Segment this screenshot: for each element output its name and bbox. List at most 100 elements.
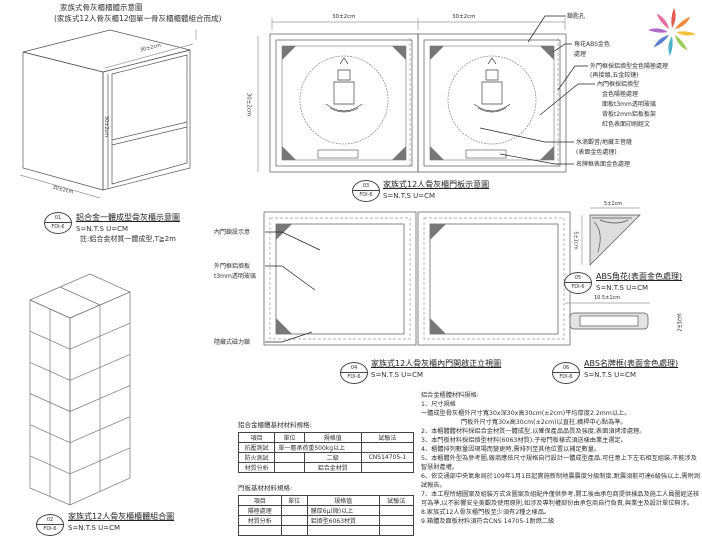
cell: 二級 <box>303 452 362 463</box>
note-item: 5、本櫃體外型為參考圖,廠商應依尺寸規格自行設計一體成型產品,可任意上下左右相互… <box>421 455 697 471</box>
sheet-subtitle: (家族式12人骨灰櫃12個單一骨灰櫃櫃體組合而成) <box>54 14 222 23</box>
cabinet-shelf-line <box>29 362 71 381</box>
scale-03: S=N.T.S U=CM <box>383 192 436 200</box>
table-header-row: 項目單位規格值試驗法 <box>237 432 415 443</box>
drawing-title-02: 家族式12人骨灰櫃櫃體組合圖 <box>68 512 175 521</box>
dim-height: 30±2cm <box>103 115 110 138</box>
callout-inner-1: 內門框採鋁擠型 <box>597 81 640 88</box>
callout-outer-frame-04: 外門框鋁擠板 <box>214 263 251 270</box>
logo-petal <box>676 31 696 36</box>
logo-petal <box>674 16 691 30</box>
cell: 防火測試 <box>237 452 276 463</box>
door-panel-drawing <box>257 15 595 173</box>
callout-statue: 水滴觀音/地藏王菩薩 <box>576 139 633 146</box>
callout-inner-5: 紅色表面印刷經文 <box>602 121 651 128</box>
drawing-title-06: ABS名牌框(表面金色處理) <box>584 359 679 368</box>
cell: 抗壓測試 <box>237 442 276 453</box>
cell: 材質分析 <box>237 462 276 473</box>
note-item: 1、尺寸規格 <box>421 401 456 408</box>
cell: 鋁擠型6063材質 <box>306 515 380 526</box>
cabinet-assembly-drawing <box>29 273 131 506</box>
cell <box>238 525 282 536</box>
logo-petal <box>648 28 668 33</box>
note-item: 門板外尺寸寬30x高30cm(±2cm)以直柱,橫桿中心點為準。 <box>461 419 627 426</box>
table-header-row: 項目單位規格值試驗法 <box>238 495 415 506</box>
callout-corner-2: 處理 <box>574 51 587 58</box>
cell <box>280 505 308 516</box>
callout-statue-2: (表面金色處理) <box>576 149 617 156</box>
col-header: 項目 <box>238 495 282 506</box>
col-header: 試驗法 <box>360 432 415 443</box>
callout-corner: 角花ABS金色 <box>574 41 610 48</box>
cell <box>274 462 305 473</box>
col-header: 試驗法 <box>378 495 415 506</box>
cell <box>274 452 305 463</box>
dim-nameplate-w: 10.5±1cm <box>594 295 621 301</box>
col-header: 單位 <box>274 432 305 443</box>
callout-magnet-lock: 隱藏式磁力鎖 <box>214 339 251 346</box>
dim-nameplate-h: 2±1cm <box>677 313 684 332</box>
callout-nameplate: 名牌框表面金色處理 <box>576 161 631 168</box>
dim-door-height: 30±2cm <box>245 92 252 117</box>
cell <box>280 515 308 526</box>
note-item: 7、本工程所繪圖案及組裝方式含圖案及組配件僅供參考,開工後由承包商提供樣品及施工… <box>421 491 700 507</box>
drawing-title-03: 家族式12人骨灰櫃門板示意圖 <box>383 180 490 189</box>
dim-corner-w: 5±1cm <box>604 201 623 207</box>
dim-corner-h: 5±1cm <box>572 231 579 250</box>
table1-caption: 鋁合金櫃體基材材料規格: <box>238 421 312 429</box>
cell <box>378 525 415 536</box>
logo-petal <box>653 34 670 48</box>
note-01: 註:鋁合金材質一體成型,T≧2m <box>80 235 176 243</box>
note-item: 2、本櫃體體材料採鋁合金材質一體成型,以確保產品品質及強度,表面須烤漆處理。 <box>421 428 646 435</box>
col-header: 項目 <box>237 432 276 443</box>
logo-petal <box>674 34 688 51</box>
note-item: 一體成型骨灰櫃外尺寸寬30x深30x高30cm(±2cm)平均厚度2.2mm以上… <box>421 410 631 417</box>
dim-door-left: 30±2cm <box>332 14 356 20</box>
drawing-title-05: ABS角花(表面金色處理) <box>596 272 683 281</box>
cabinet-shelf-line <box>69 354 131 381</box>
cell: 鋁合金材質 <box>303 462 362 473</box>
cell: 單一層承荷重500kg以上 <box>274 442 362 453</box>
scale-01: S=N.T.S U=CM <box>76 225 129 233</box>
logo-petal <box>656 13 670 30</box>
cell <box>378 505 415 516</box>
scale-02: S=N.T.S U=CM <box>68 524 121 532</box>
logo-petal <box>671 8 676 28</box>
callout-inner-lock: 內門鎖設示意 <box>214 229 251 236</box>
table-row <box>238 525 415 536</box>
cell <box>306 525 380 536</box>
callout-inner-4: 背板t2mm鋁板板架 <box>602 111 656 118</box>
drawing-title-01: 鋁合金一體成型骨灰櫃示意圖 <box>76 213 180 222</box>
cabinet-shelf-line <box>29 424 71 443</box>
cabinet-shelf-line <box>69 322 131 350</box>
buddha-figure-icon <box>325 57 511 113</box>
col-header: 規格值 <box>306 495 380 506</box>
material-spec-table-door: 項目單位規格值試驗法 陽極處理膜厚6μ(微)以上 材質分析鋁擠型6063材質 <box>238 495 415 536</box>
note-item: 4、櫃體排列數量因現場而變更時,需排列至其他位置以補足數量。 <box>421 446 601 453</box>
table-row: 材質分析鋁擠型6063材質 <box>238 515 415 526</box>
table-row: 陽極處理膜厚6μ(微)以上 <box>238 505 415 516</box>
table-row: 抗壓測試單一層承荷重500kg以上 <box>237 442 415 453</box>
notes-heading: 鋁合金櫃體材料規格: <box>421 392 479 399</box>
cabinet-shelf-line <box>69 416 131 443</box>
callout-inner-3: 面板t3mm透明玻璃 <box>602 101 656 108</box>
table-row: 材質分析 鋁合金材質 <box>237 462 415 473</box>
scale-04: S=N.T.S U=CM <box>371 371 424 379</box>
cell <box>360 462 415 473</box>
cell <box>280 525 308 536</box>
cell: 膜厚6μ(微)以上 <box>306 505 380 516</box>
callout-lock: 鎖匙孔 <box>567 13 586 20</box>
callout-outer-frame-2: (再接頭,五金鉸鏈) <box>590 72 639 79</box>
open-door-drawing <box>263 211 571 346</box>
cell: CNS14705-1 <box>360 452 415 463</box>
abs-nameplate-drawing <box>565 302 679 330</box>
corner-ornament-icon <box>282 46 554 160</box>
drawing-title-04: 家族式12人骨灰櫃內門開啟正立視圖 <box>371 359 502 368</box>
cabinet-shelf-line <box>29 330 71 350</box>
